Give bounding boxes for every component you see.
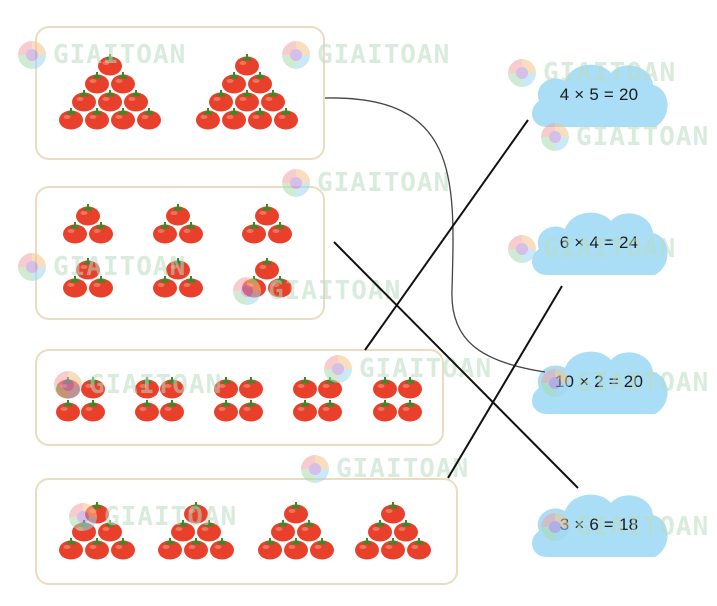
tomato-icon [406, 536, 432, 560]
tomato-icon [75, 202, 101, 226]
tomato-icon [159, 398, 185, 422]
expression-cloud-4[interactable]: 3 × 6 = 18 [525, 485, 673, 571]
expression-text: 6 × 4 = 24 [559, 233, 639, 252]
tomato-icon [134, 375, 160, 399]
tomato-icon [123, 88, 149, 112]
tomato-icon [178, 220, 204, 244]
tomato-icon [254, 256, 280, 280]
tomato-icon [393, 518, 419, 542]
tomato-icon [397, 375, 423, 399]
tomato-icon [88, 274, 114, 298]
tomato-icon [238, 375, 264, 399]
tomato-icon [75, 256, 101, 280]
tomato-icon [84, 536, 110, 560]
tomato-icon [183, 536, 209, 560]
expression-cloud-2[interactable]: 6 × 4 = 24 [525, 203, 673, 289]
tomato-icon [267, 274, 293, 298]
expression-cloud-3[interactable]: 10 × 2 = 20 [525, 342, 673, 428]
tomato-icon [97, 518, 123, 542]
tomato-icon [273, 106, 299, 130]
cloud-shape [532, 64, 668, 127]
tomato-icon [71, 88, 97, 112]
tomato-icon [247, 70, 273, 94]
tomato-icon [213, 398, 239, 422]
tomato-icon [267, 220, 293, 244]
tomato-icon [165, 202, 191, 226]
tomato-icon [58, 536, 84, 560]
tomato-icon [292, 398, 318, 422]
tomato-icon [283, 536, 309, 560]
tomato-icon [134, 398, 160, 422]
expression-text: 10 × 2 = 20 [554, 372, 644, 391]
cloud-shape [532, 494, 668, 557]
tomato-icon [183, 500, 209, 524]
tomato-icon [367, 518, 393, 542]
tomato-icon [97, 52, 123, 76]
tomato-icon [97, 88, 123, 112]
expression-text: 4 × 5 = 20 [559, 85, 639, 104]
tomato-icon [372, 398, 398, 422]
expression-text: 3 × 6 = 18 [559, 515, 639, 534]
match-line-box1-cloud3 [324, 97, 546, 373]
tomato-icon [317, 398, 343, 422]
tomato-icon [397, 398, 423, 422]
tomato-icon [238, 398, 264, 422]
cloud-shape [532, 212, 668, 275]
tomato-icon [195, 106, 221, 130]
tomato-icon [170, 518, 196, 542]
tomato-icon [221, 70, 247, 94]
tomato-icon [110, 536, 136, 560]
tomato-icon [80, 398, 106, 422]
match-line-box2-cloud4 [333, 241, 579, 489]
tomato-icon [208, 88, 234, 112]
tomato-icon [80, 375, 106, 399]
tomato-icon [213, 375, 239, 399]
tomato-icon [354, 536, 380, 560]
tomato-icon [283, 500, 309, 524]
tomato-icon [62, 220, 88, 244]
tomato-icon [234, 88, 260, 112]
tomato-icon [380, 536, 406, 560]
match-line-box3-cloud1 [364, 119, 529, 351]
cloud-shape [532, 351, 668, 414]
tomato-icon [270, 518, 296, 542]
tomato-icon [247, 106, 273, 130]
tomato-icon [165, 256, 191, 280]
expression-cloud-1[interactable]: 4 × 5 = 20 [525, 55, 673, 141]
tomato-icon [372, 375, 398, 399]
tomato-icon [136, 106, 162, 130]
tomato-icon [296, 518, 322, 542]
tomato-icon [55, 398, 81, 422]
tomato-icon [254, 202, 280, 226]
tomato-icon [152, 274, 178, 298]
tomato-icon [58, 106, 84, 130]
tomato-icon [221, 106, 247, 130]
tomato-icon [88, 220, 114, 244]
tomato-icon [159, 375, 185, 399]
tomato-icon [110, 70, 136, 94]
tomato-icon [157, 536, 183, 560]
tomato-icon [309, 536, 335, 560]
tomato-box-3[interactable] [35, 349, 444, 446]
tomato-icon [152, 220, 178, 244]
tomato-icon [110, 106, 136, 130]
tomato-icon [241, 220, 267, 244]
tomato-icon [62, 274, 88, 298]
tomato-icon [196, 518, 222, 542]
tomato-icon [178, 274, 204, 298]
tomato-icon [260, 88, 286, 112]
tomato-icon [292, 375, 318, 399]
tomato-icon [84, 70, 110, 94]
tomato-icon [209, 536, 235, 560]
match-line-box4-cloud2 [447, 285, 563, 479]
tomato-icon [84, 106, 110, 130]
tomato-icon [234, 52, 260, 76]
tomato-icon [257, 536, 283, 560]
tomato-icon [380, 500, 406, 524]
